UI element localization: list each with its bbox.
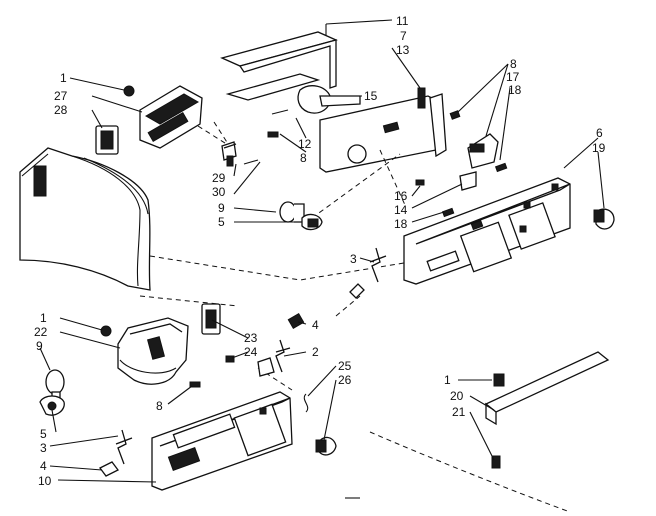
label-11: 11 xyxy=(396,14,409,28)
label-8-top: 8 xyxy=(510,57,517,71)
label-18-mid: 18 xyxy=(394,217,408,231)
label-2: 2 xyxy=(312,345,319,359)
bracket-lower xyxy=(99,429,133,477)
upper-control-housing xyxy=(95,85,203,155)
label-8-mid: 8 xyxy=(300,151,307,165)
freezer-liner xyxy=(19,147,151,291)
label-23: 23 xyxy=(244,331,258,345)
label-18-top: 18 xyxy=(508,83,522,97)
label-5-top: 5 xyxy=(218,215,225,229)
label-28: 28 xyxy=(54,103,68,117)
label-22: 22 xyxy=(34,325,48,339)
leader-lines xyxy=(39,19,605,483)
part-labels: 11 7 13 15 8 17 18 1 27 28 12 8 29 30 9 … xyxy=(34,14,606,488)
middle-hardware xyxy=(287,283,365,330)
label-5-low: 5 xyxy=(40,427,47,441)
label-4-mid: 4 xyxy=(312,318,319,332)
label-12: 12 xyxy=(298,137,312,151)
label-1-right: 1 xyxy=(444,373,451,387)
label-27: 27 xyxy=(54,89,68,103)
label-20: 20 xyxy=(450,389,464,403)
label-1-mid: 1 xyxy=(40,311,47,325)
label-10: 10 xyxy=(38,474,52,488)
label-6: 6 xyxy=(596,126,603,140)
label-1-top: 1 xyxy=(60,71,67,85)
label-21: 21 xyxy=(452,405,466,419)
label-14: 14 xyxy=(394,203,408,217)
bracket-2 xyxy=(275,339,291,373)
control-knob-right xyxy=(593,208,615,230)
label-7: 7 xyxy=(400,29,407,43)
right-control-panel xyxy=(403,177,571,285)
label-30: 30 xyxy=(212,185,226,199)
label-17: 17 xyxy=(506,70,520,84)
lower-control-housing xyxy=(100,303,275,388)
label-8-low: 8 xyxy=(156,399,163,413)
lower-lamp xyxy=(39,369,65,416)
lower-control-knob xyxy=(303,393,337,456)
label-16: 16 xyxy=(394,189,408,203)
label-9-low: 9 xyxy=(36,339,43,353)
label-3-mid: 3 xyxy=(350,252,357,266)
label-15: 15 xyxy=(364,89,378,103)
bracket-upper xyxy=(369,247,387,283)
lower-control-panel xyxy=(151,391,293,491)
label-4-low: 4 xyxy=(40,459,47,473)
label-3-low: 3 xyxy=(40,441,47,455)
label-24: 24 xyxy=(244,345,258,359)
top-bracket-assembly xyxy=(220,31,447,173)
label-26: 26 xyxy=(338,373,352,387)
switch-29 xyxy=(223,143,237,149)
label-13: 13 xyxy=(396,43,410,57)
label-25: 25 xyxy=(338,359,352,373)
label-19: 19 xyxy=(592,141,606,155)
label-9-top: 9 xyxy=(218,201,225,215)
label-29: 29 xyxy=(212,171,226,185)
right-hardware xyxy=(415,110,508,218)
